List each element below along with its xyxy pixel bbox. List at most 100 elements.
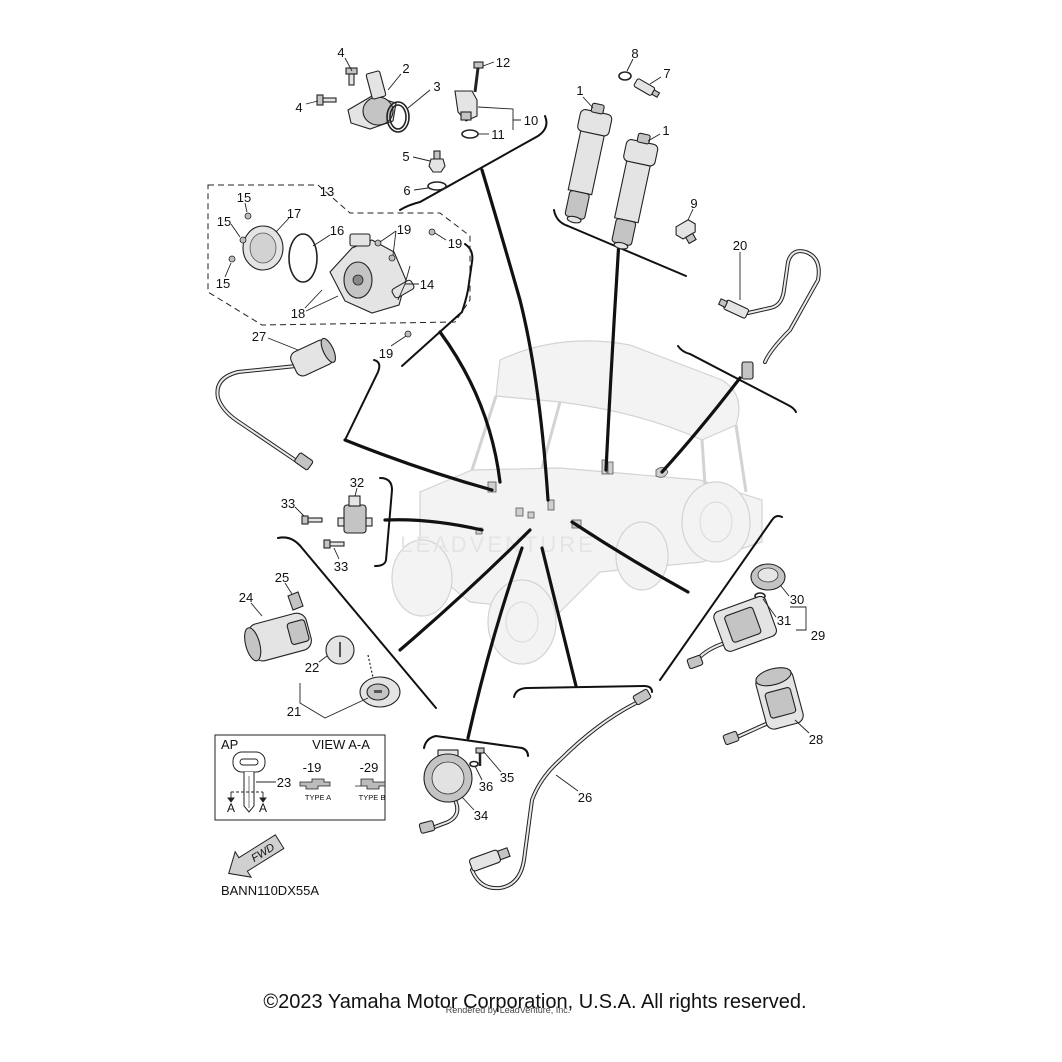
callout-20: 20 [733, 238, 747, 253]
sensor-26 [468, 688, 652, 891]
callout-21: 21 [287, 704, 301, 719]
cap-22 [325, 635, 355, 665]
forward-direction-arrow: FWD [228, 834, 285, 878]
sensor-27 [215, 337, 336, 471]
o-ring-8 [618, 71, 632, 81]
type-a-label: TYPE A [305, 793, 331, 802]
callout-19-upper: 19 [397, 222, 411, 237]
section-label-right: A [259, 801, 267, 815]
rendered-by-credit: Rendered by LeadVenture, Inc. [446, 1005, 571, 1015]
o-ring-11 [461, 129, 479, 139]
callout-24: 24 [239, 590, 253, 605]
screws-15 [228, 212, 252, 263]
section-arrows [227, 791, 267, 803]
callout-31: 31 [777, 613, 791, 628]
callout-11: 11 [491, 127, 505, 142]
o-ring-3 [386, 101, 410, 133]
callout-7: 7 [663, 66, 670, 81]
key-detail-inset: AP VIEW A-A A A 23 -19 -29 TYPE A TYPE B [214, 734, 386, 821]
switch-29 [686, 595, 778, 670]
callout-19-lower: 19 [379, 346, 393, 361]
cover-25 [287, 591, 304, 611]
bolt-35 [475, 747, 485, 766]
callout-10: 10 [524, 113, 538, 128]
cover-17 [242, 225, 284, 271]
callout-8: 8 [631, 46, 638, 61]
type-b-label: TYPE B [359, 793, 386, 802]
callout-4-lower: 4 [295, 100, 302, 115]
callout-15-top: 15 [237, 190, 251, 205]
arrow-icon [228, 834, 285, 878]
type-b-code: -29 [360, 760, 379, 775]
o2-sensor-20 [717, 249, 821, 380]
sensor-9 [675, 219, 697, 245]
callout-12: 12 [496, 55, 510, 70]
bolts-33 [301, 515, 345, 549]
callout-6: 6 [403, 183, 410, 198]
callout-15-middle: 15 [217, 214, 231, 229]
type-a-profile-icon [299, 778, 331, 790]
callout-4-upper: 4 [337, 45, 344, 60]
callout-33-upper: 33 [281, 496, 295, 511]
o-ring-6 [427, 181, 447, 191]
callout-2: 2 [402, 61, 409, 76]
sensor-body-14 [329, 233, 415, 314]
watermark-text: LEADVENTURE [400, 532, 596, 557]
callout-1-right: 1 [662, 123, 669, 138]
type-a-code: -19 [303, 760, 322, 775]
ignition-coil-1-left [564, 102, 613, 224]
callout-labels: 4 4 2 3 12 10 11 5 6 8 7 1 1 9 13 15 17 … [216, 45, 825, 823]
sensor-32 [337, 495, 373, 534]
callout-14: 14 [420, 277, 434, 292]
switch-28 [722, 667, 804, 746]
inset-view-title: VIEW A-A [312, 737, 370, 752]
locator-lines [343, 168, 742, 740]
screws-19 [374, 228, 436, 338]
inset-model-code: AP [221, 737, 238, 752]
callout-13: 13 [320, 184, 334, 199]
callout-17: 17 [287, 206, 301, 221]
callout-16: 16 [330, 223, 344, 238]
callout-32: 32 [350, 475, 364, 490]
callout-33-lower: 33 [334, 559, 348, 574]
leader-lines [224, 57, 810, 811]
vehicle-silhouette: LEADVENTURE [391, 340, 763, 665]
sensor-34 [418, 749, 473, 834]
washer-36 [469, 760, 479, 768]
callout-29: 29 [811, 628, 825, 643]
callout-26: 26 [578, 790, 592, 805]
assembly-13-outline [207, 184, 471, 326]
callout-1-left: 1 [576, 83, 583, 98]
callout-25: 25 [275, 570, 289, 585]
bolt-12 [473, 61, 484, 93]
callout-5: 5 [402, 149, 409, 164]
callout-22: 22 [305, 660, 319, 675]
sensor-5 [428, 150, 446, 173]
callout-15-bottom: 15 [216, 276, 230, 291]
callout-28: 28 [809, 732, 823, 747]
callout-30: 30 [790, 592, 804, 607]
callout-36: 36 [479, 779, 493, 794]
ignition-coil-1-right [611, 132, 659, 250]
key-switch-21 [359, 654, 401, 708]
copyright-notice: ©2023 Yamaha Motor Corporation, U.S.A. A… [263, 991, 806, 1013]
callout-27: 27 [252, 329, 266, 344]
type-b-profile-icon [355, 778, 386, 790]
callout-3: 3 [433, 79, 440, 94]
cap-30 [750, 563, 786, 591]
bolt-4-lower [316, 94, 337, 106]
diagram-code: BANN110DX55A [221, 883, 319, 898]
sensor-7 [633, 78, 661, 98]
switch-24 [244, 612, 312, 662]
callout-9: 9 [690, 196, 697, 211]
group-brackets [277, 115, 797, 757]
callout-23: 23 [277, 775, 291, 790]
section-label-left: A [227, 801, 235, 815]
callout-19-right: 19 [448, 236, 462, 251]
callout-35: 35 [500, 770, 514, 785]
callout-34: 34 [474, 808, 488, 823]
sensor-2 [347, 70, 397, 130]
gasket-16 [288, 233, 318, 283]
callout-18: 18 [291, 306, 305, 321]
